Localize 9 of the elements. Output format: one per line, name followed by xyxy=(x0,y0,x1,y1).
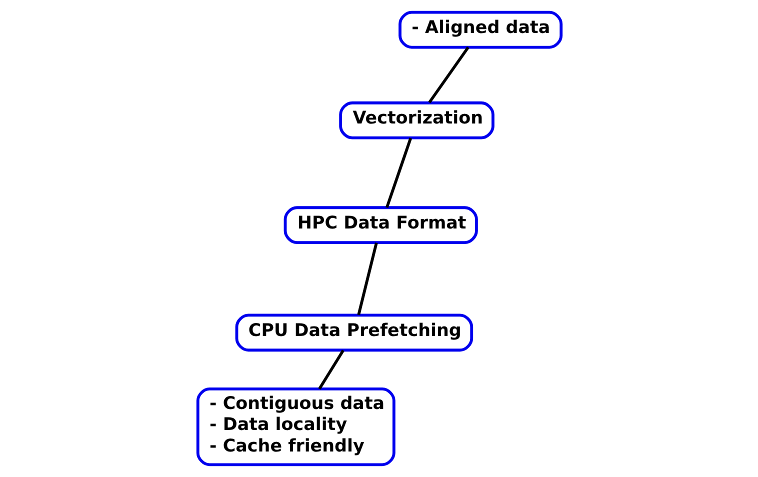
node-box: Vectorization xyxy=(338,101,494,140)
node-box: - Contiguous data - Data locality - Cache friendly xyxy=(196,388,395,466)
node-box: CPU Data Prefetching xyxy=(234,314,473,352)
node-box: - Aligned data xyxy=(398,10,562,49)
connector xyxy=(356,242,378,316)
connector xyxy=(318,350,344,390)
connector xyxy=(384,138,412,208)
node-box: HPC Data Format xyxy=(283,206,478,244)
connector xyxy=(428,46,469,104)
